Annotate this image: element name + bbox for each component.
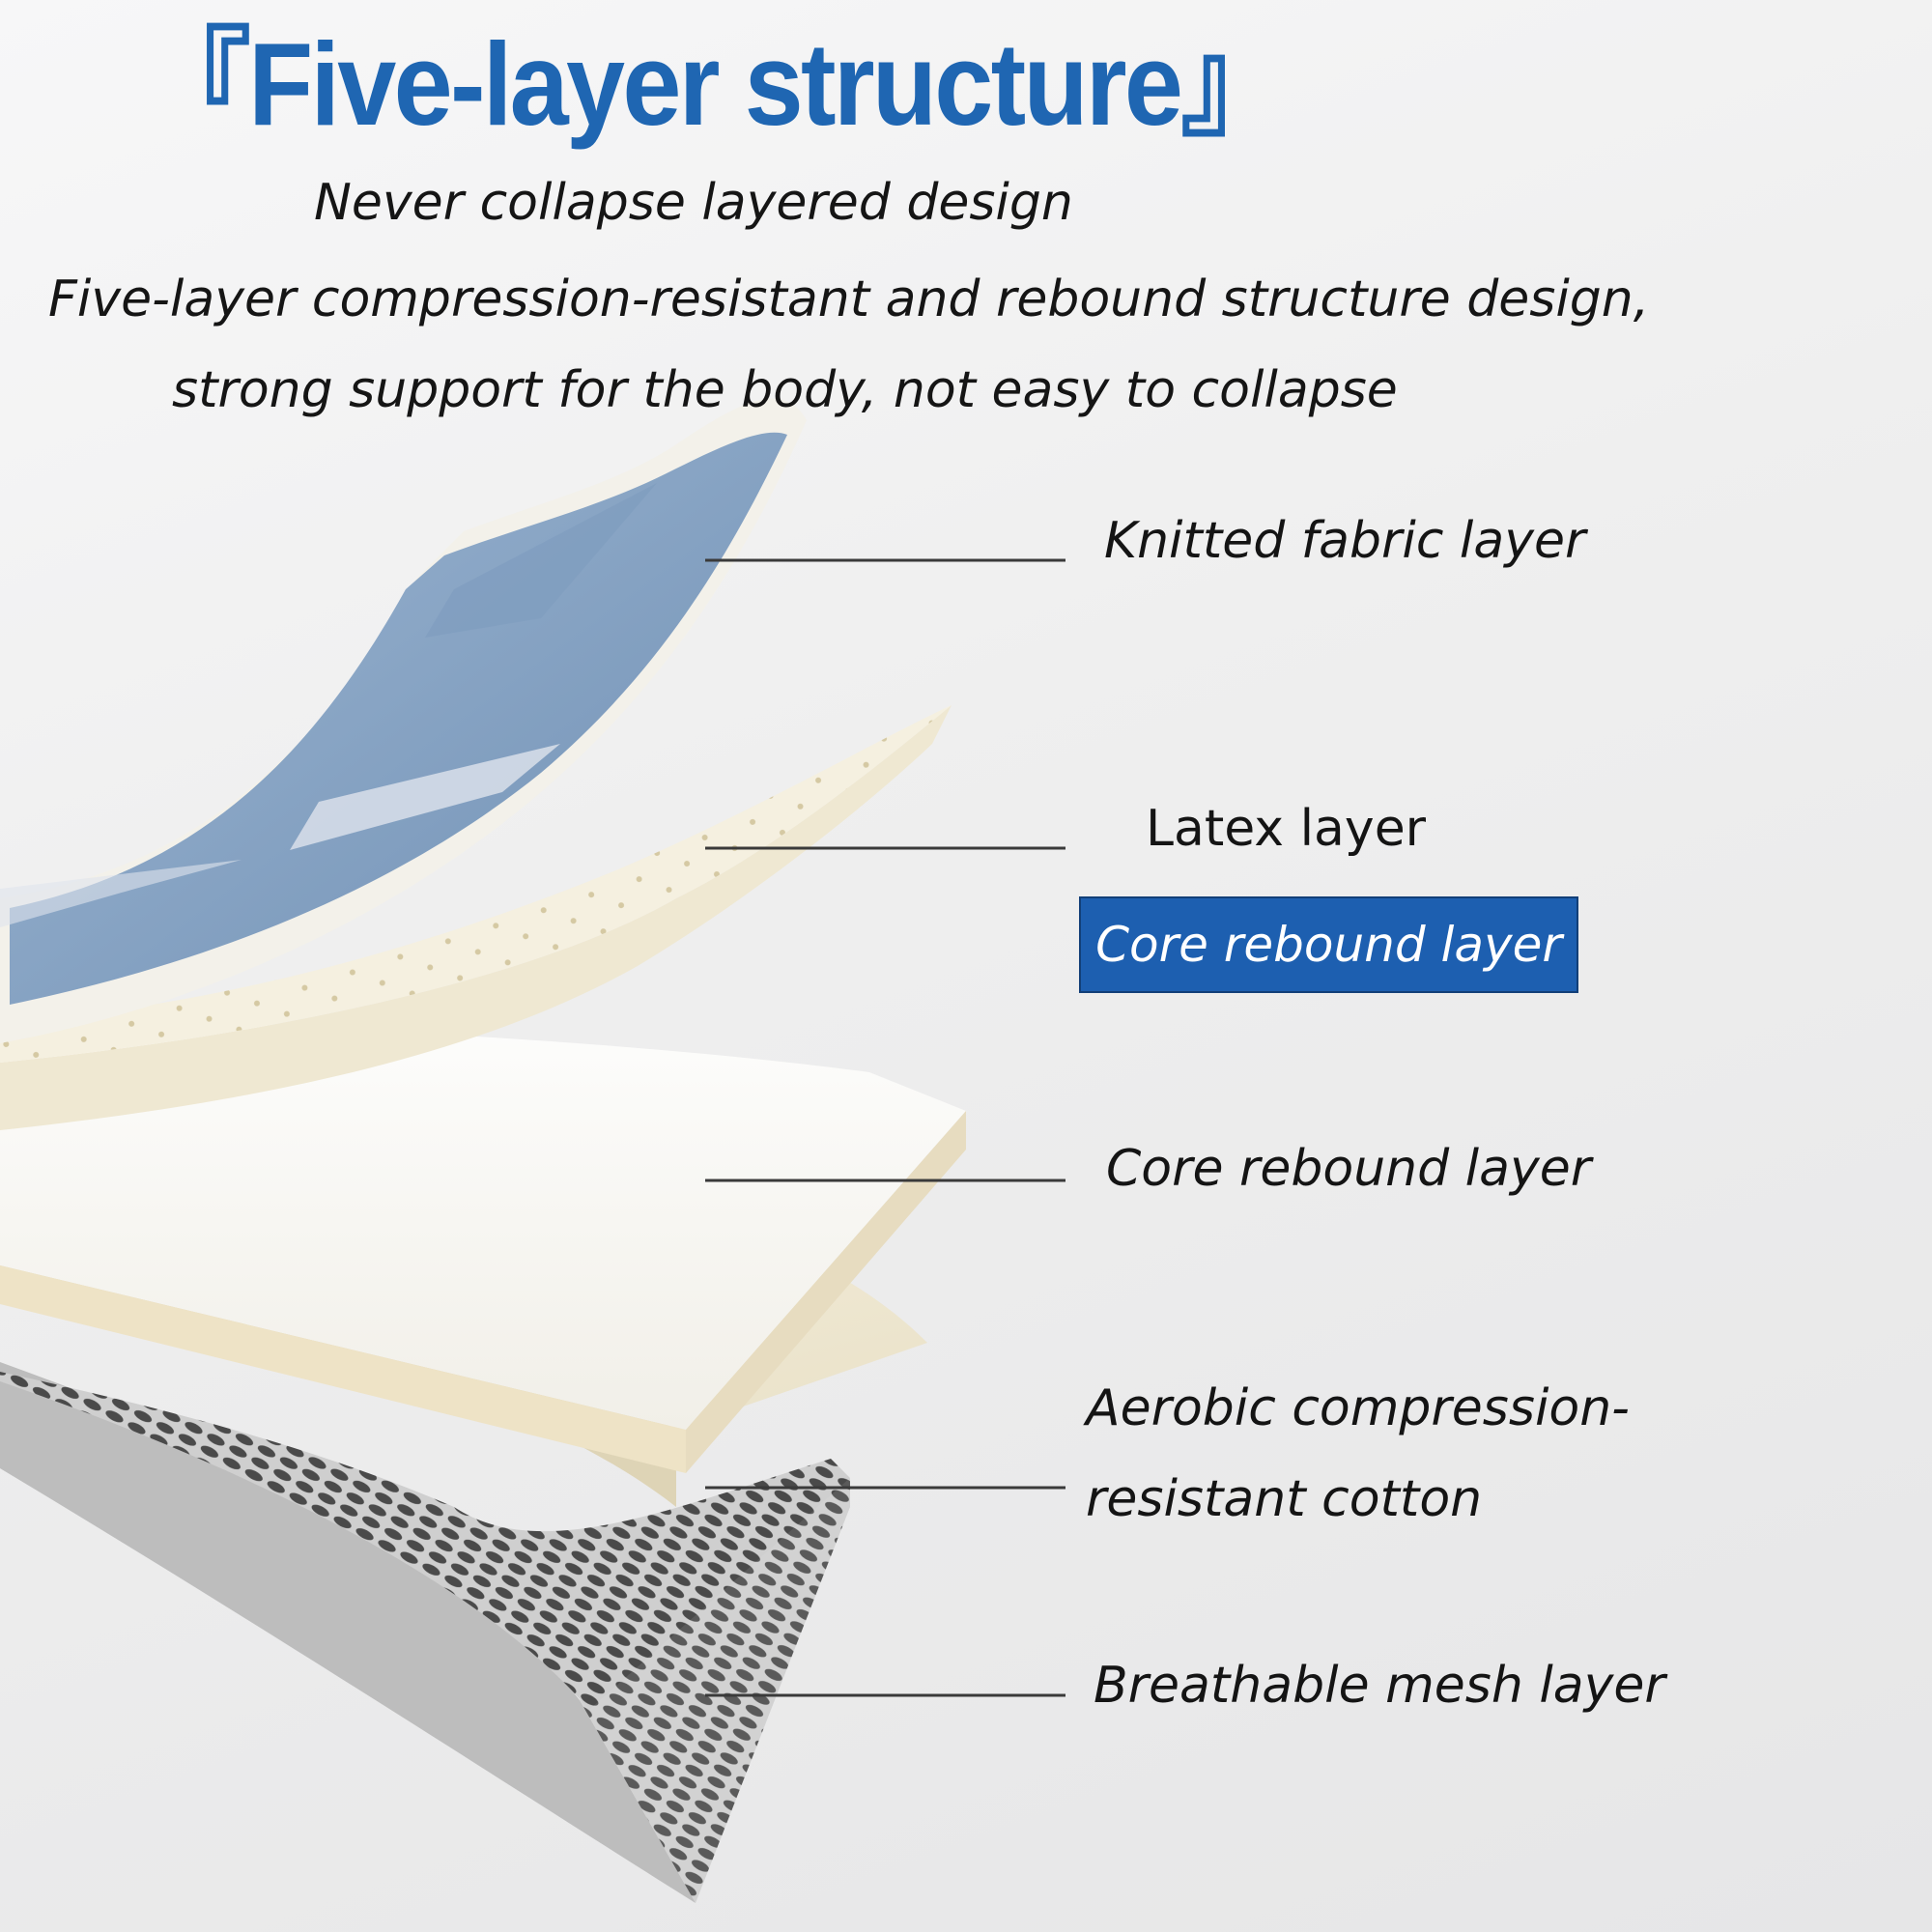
page-title: 『Five-layer structure』 [145, 18, 1287, 150]
subtitle-headline: Never collapse layered design [314, 174, 1073, 232]
knitted-layer-shape [0, 398, 807, 1043]
label-aerobic-cotton-line-1: Aerobic compression- [1086, 1379, 1630, 1437]
mesh-layer-shape [0, 1362, 850, 1903]
label-breathable-mesh-layer: Breathable mesh layer [1094, 1657, 1665, 1715]
latex-layer-shape [0, 705, 952, 1130]
subtitle-description-line-2: strong support for the body, not easy to… [172, 361, 1398, 419]
label-aerobic-cotton-line-2: resistant cotton [1086, 1470, 1483, 1528]
label-core-rebound-layer: Core rebound layer [1106, 1140, 1592, 1198]
label-latex-layer: Latex layer [1146, 800, 1427, 858]
label-knitted-fabric-layer: Knitted fabric layer [1104, 512, 1586, 570]
highlight-badge-core-rebound: Core rebound layer [1079, 896, 1578, 993]
subtitle-description-line-1: Five-layer compression-resistant and reb… [48, 270, 1650, 328]
core-layer-shape [0, 1014, 966, 1473]
